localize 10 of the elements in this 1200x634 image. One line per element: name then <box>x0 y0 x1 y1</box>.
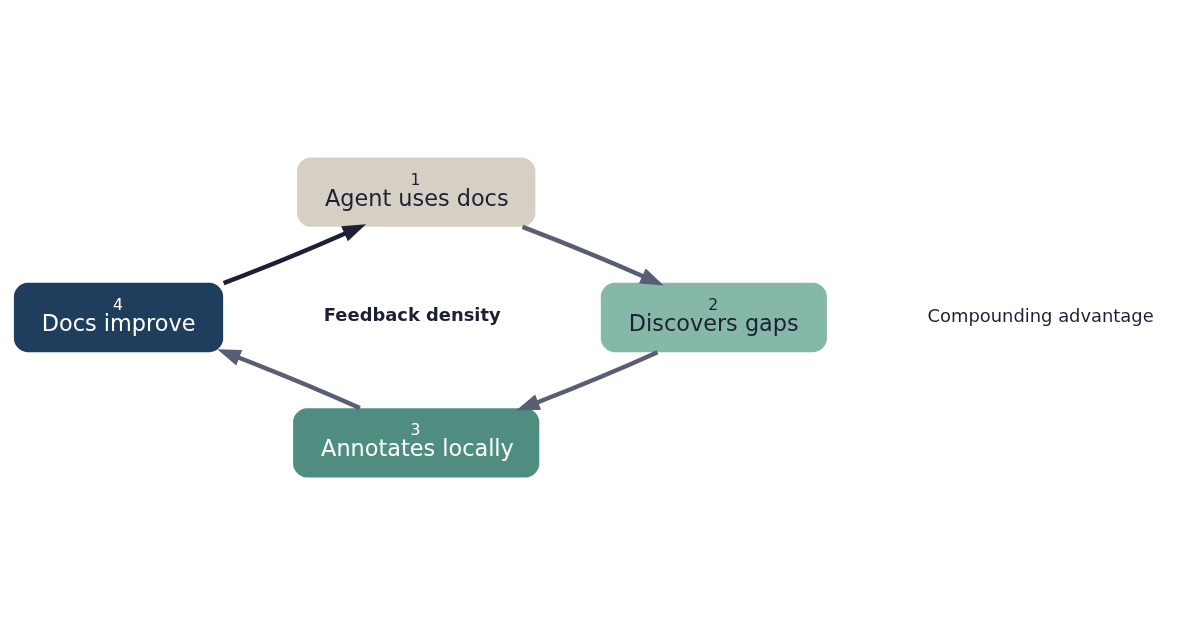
label: Feedback density <box>323 303 501 325</box>
arrow <box>516 349 659 411</box>
node-box: 3 Annotates locally <box>293 407 540 477</box>
arrow <box>222 223 367 285</box>
node-box: 2 Discovers gaps <box>600 282 827 352</box>
node-box: 1 Agent uses docs <box>297 157 536 227</box>
arrow <box>217 348 361 410</box>
node-box: 4 Docs improve <box>13 282 224 352</box>
label: Compounding advantage <box>927 304 1154 326</box>
arrow <box>521 224 664 286</box>
